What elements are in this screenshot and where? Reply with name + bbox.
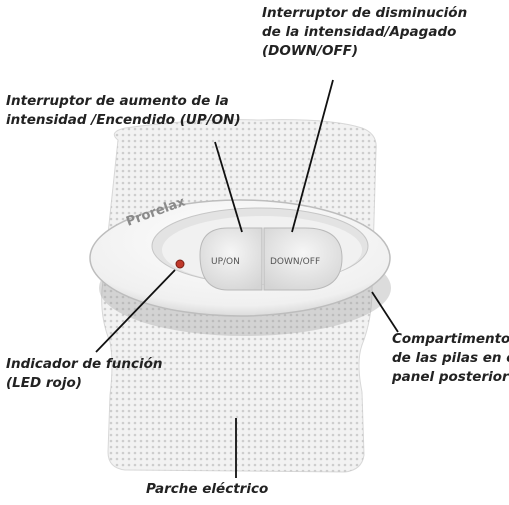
red-led-indicator	[175, 259, 185, 269]
label-led-indicator: Indicador de función (LED rojo)	[6, 355, 162, 393]
down-off-button[interactable]: DOWN/OFF	[263, 227, 343, 291]
label-up-on-line-2: intensidad /Encendido (UP/ON)	[6, 112, 241, 128]
label-down-off-switch: Interruptor de disminución de la intensi…	[262, 4, 467, 61]
up-on-button[interactable]: UP/ON	[199, 227, 263, 291]
down-off-button-label: DOWN/OFF	[270, 257, 320, 267]
label-down-off-line-3: (DOWN/OFF)	[262, 43, 359, 59]
label-battery-line-3: panel posterior	[392, 369, 509, 385]
label-battery-line-2: de las pilas en el	[392, 350, 509, 366]
label-battery-compartment: Compartimento de las pilas en el panel p…	[392, 330, 509, 387]
leader-lines	[95, 79, 399, 478]
label-battery-line-1: Compartimento	[392, 331, 509, 347]
label-down-off-line-2: de la intensidad/Apagado	[262, 24, 457, 40]
leader-line-led	[95, 269, 176, 353]
label-down-off-line-1: Interruptor de disminución	[262, 5, 468, 21]
leader-line-battery	[371, 291, 399, 333]
leader-line-up-on	[214, 141, 243, 233]
label-led-line-1: Indicador de función	[6, 356, 163, 372]
label-electric-patch: Parche eléctrico	[146, 481, 269, 497]
label-up-on-line-1: Interruptor de aumento de la	[6, 93, 229, 109]
label-up-on-switch: Interruptor de aumento de la intensidad …	[6, 92, 241, 130]
up-on-button-label: UP/ON	[211, 257, 240, 267]
leader-line-down-off	[291, 79, 334, 233]
label-led-line-2: (LED rojo)	[6, 375, 82, 391]
